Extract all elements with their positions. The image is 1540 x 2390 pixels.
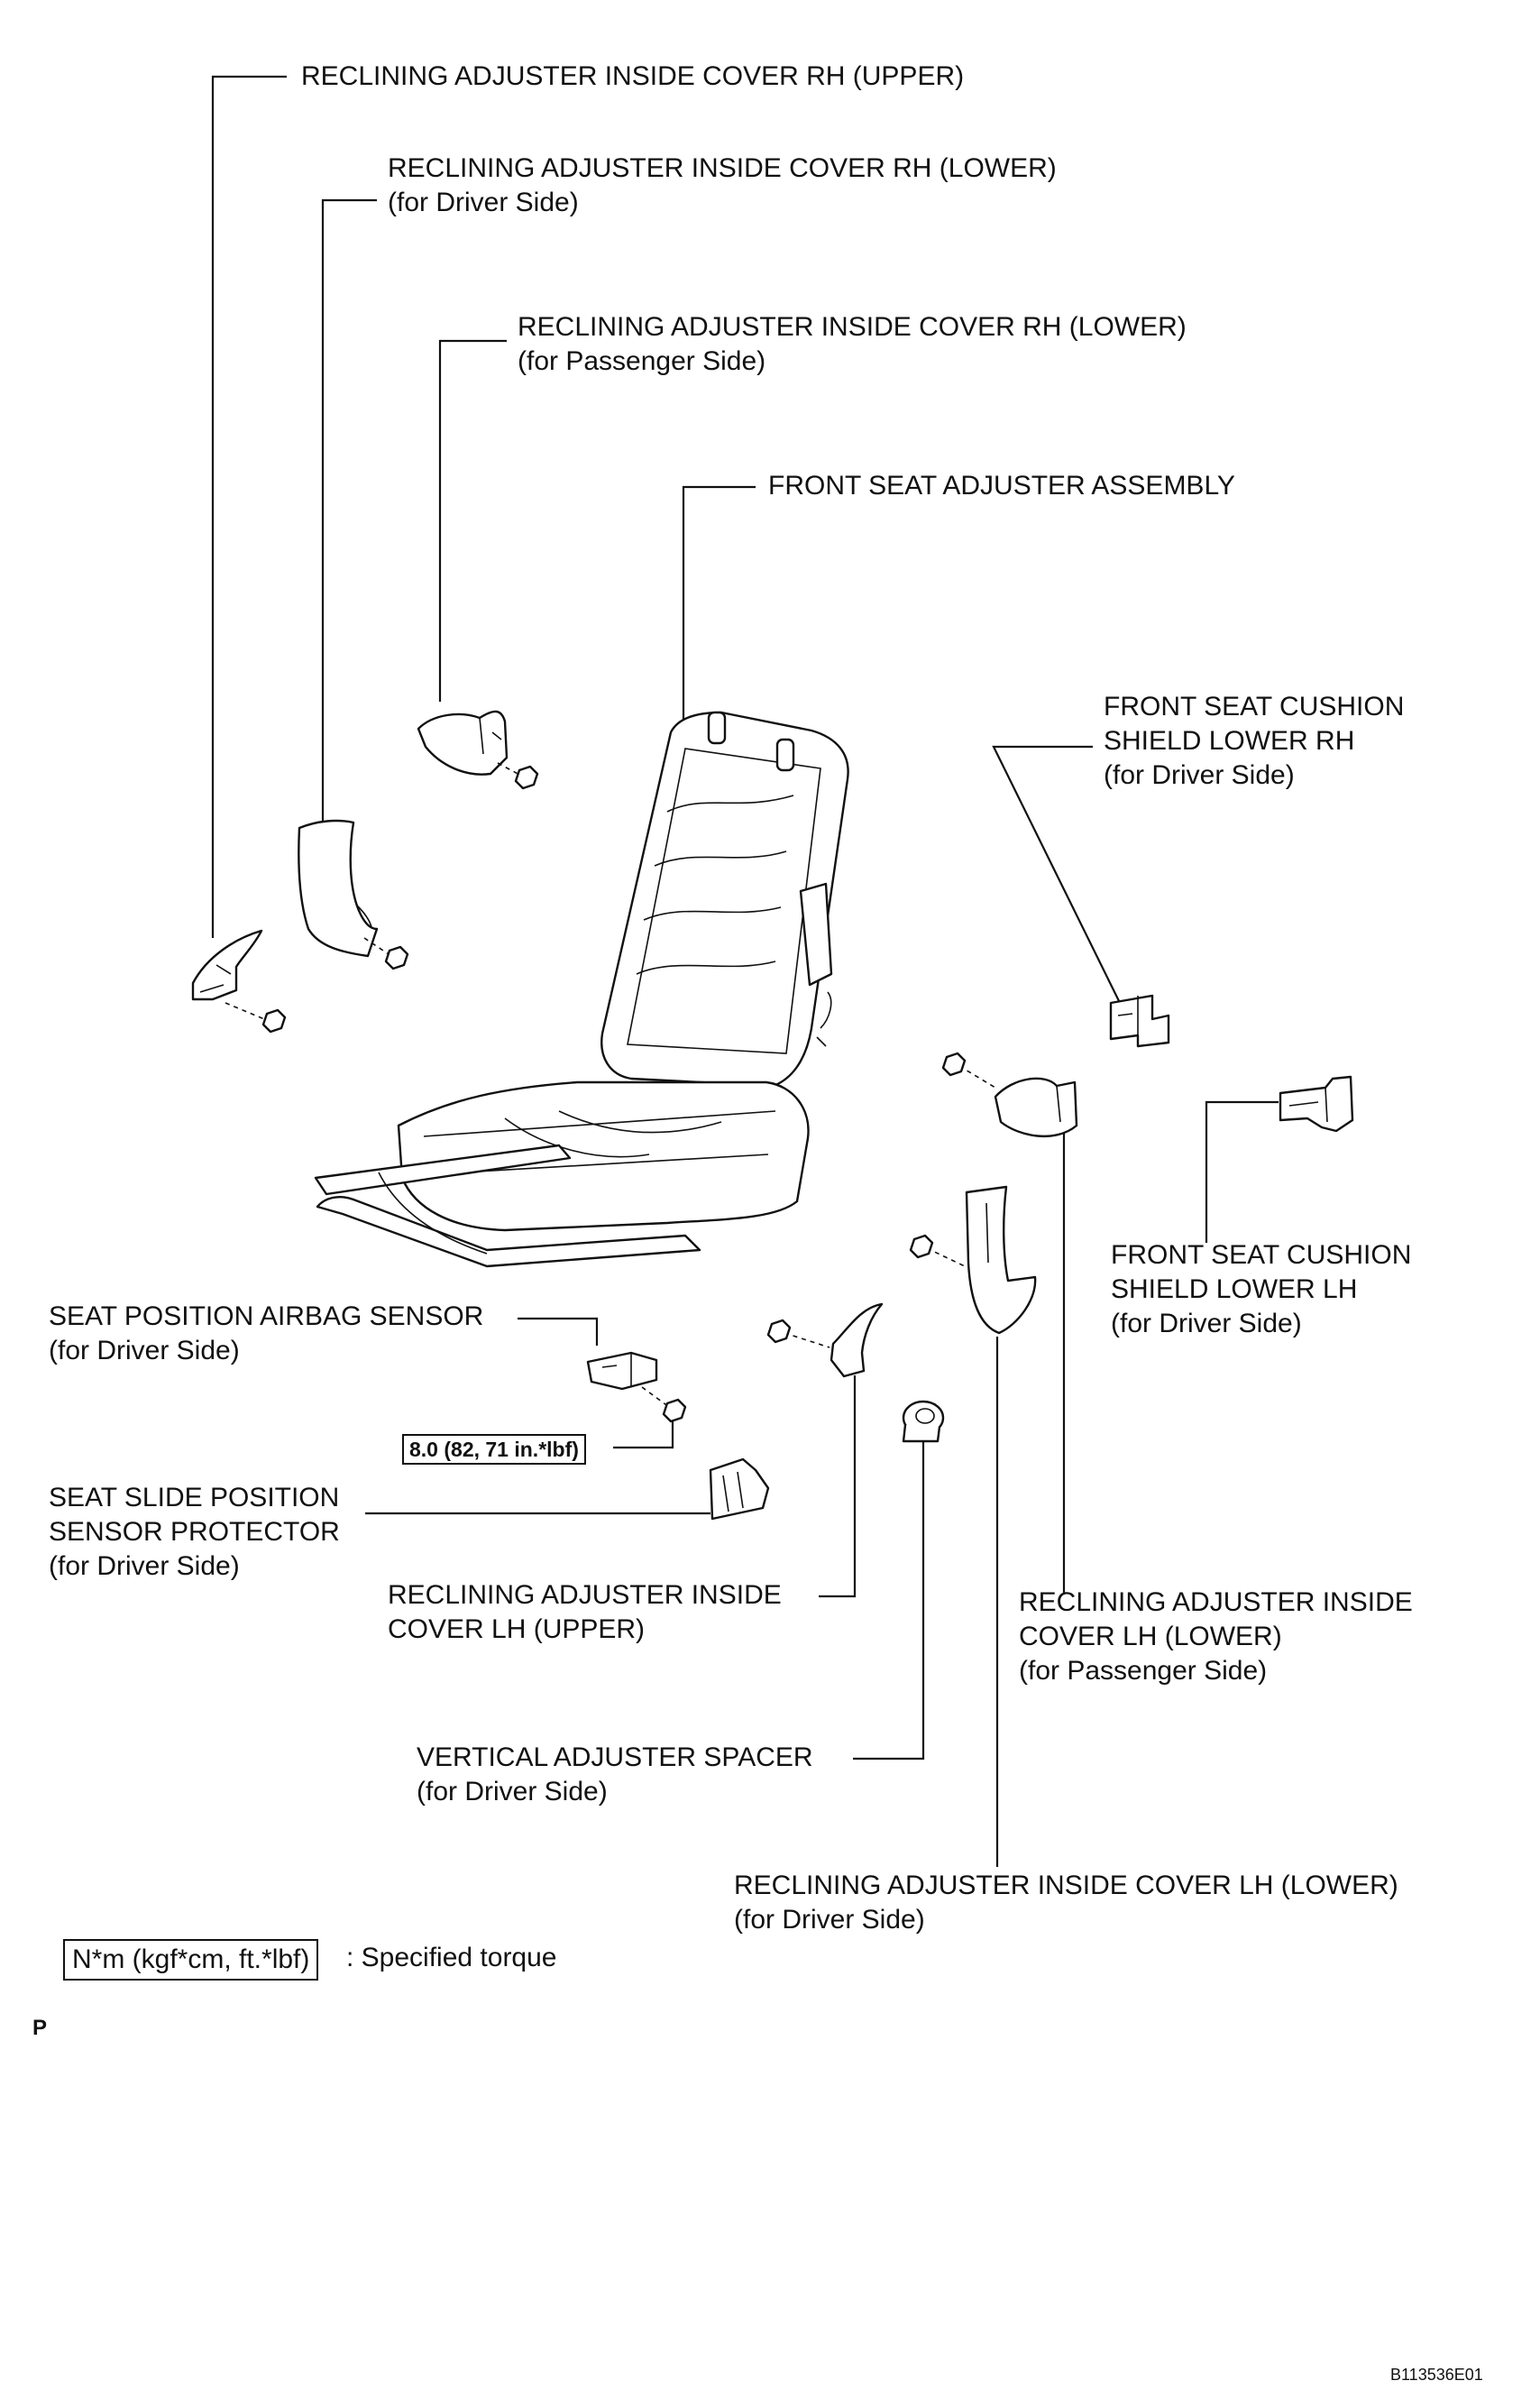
legend-specified-torque-text: : Specified torque: [346, 1943, 557, 1972]
leader-shield-lh: [1205, 1100, 1279, 1243]
label-rh-upper: RECLINING ADJUSTER INSIDE COVER RH (UPPE…: [301, 61, 965, 91]
leader-airbag-sensor: [518, 1317, 599, 1346]
leader-torque: [613, 1416, 674, 1449]
lh-lower-passenger-cover-part: [941, 1052, 1078, 1138]
label-shield-rh: FRONT SEAT CUSHION SHIELD LOWER RH (for …: [1104, 692, 1405, 790]
rh-lower-passenger-cover-part: [417, 710, 539, 790]
label-vertical-spacer: VERTICAL ADJUSTER SPACER (for Driver Sid…: [417, 1742, 813, 1806]
label-seat-adjuster: FRONT SEAT ADJUSTER ASSEMBLY: [768, 471, 1235, 501]
rh-upper-cover-part: [191, 929, 287, 1034]
lh-upper-cover-part: [766, 1302, 884, 1378]
leader-rh-lower-passenger: [438, 339, 507, 702]
label-lh-lower-driver: RECLINING ADJUSTER INSIDE COVER LH (LOWE…: [734, 1871, 1398, 1935]
label-lh-upper: RECLINING ADJUSTER INSIDE COVER LH (UPPE…: [388, 1580, 782, 1644]
shield-rh-part: [1109, 994, 1170, 1048]
leader-vertical-spacer: [853, 1441, 925, 1760]
figure-code: B113536E01: [1390, 2366, 1483, 2384]
leader-shield-rh: [992, 745, 1123, 1009]
leader-lh-upper: [819, 1375, 857, 1598]
page-mark: P: [32, 2016, 48, 2040]
legend-torque-units-box: N*m (kgf*cm, ft.*lbf): [63, 1939, 319, 1981]
label-rh-lower-passenger: RECLINING ADJUSTER INSIDE COVER RH (LOWE…: [518, 312, 1187, 376]
vertical-spacer-part: [902, 1400, 945, 1443]
leader-seat-adjuster: [682, 485, 756, 722]
rh-lower-driver-cover-part: [298, 819, 409, 970]
seat-adjuster-frame: [314, 711, 849, 1268]
label-airbag-sensor: SEAT POSITION AIRBAG SENSOR (for Driver …: [49, 1301, 484, 1365]
leader-lines: [211, 75, 1279, 1867]
airbag-sensor-part: [586, 1351, 687, 1423]
label-lh-lower-passenger: RECLINING ADJUSTER INSIDE COVER LH (LOWE…: [1019, 1587, 1413, 1686]
shield-lh-part: [1279, 1075, 1354, 1133]
label-slide-protector: SEAT SLIDE POSITION SENSOR PROTECTOR (fo…: [49, 1483, 340, 1581]
leader-rh-lower-driver: [321, 198, 377, 823]
lh-lower-driver-cover-part: [909, 1185, 1037, 1335]
label-shield-lh: FRONT SEAT CUSHION SHIELD LOWER LH (for …: [1111, 1240, 1412, 1338]
label-rh-lower-driver: RECLINING ADJUSTER INSIDE COVER RH (LOWE…: [388, 153, 1057, 217]
slide-protector-part: [709, 1457, 770, 1521]
torque-spec-box: 8.0 (82, 71 in.*lbf): [402, 1434, 586, 1465]
leader-rh-upper: [211, 75, 287, 938]
